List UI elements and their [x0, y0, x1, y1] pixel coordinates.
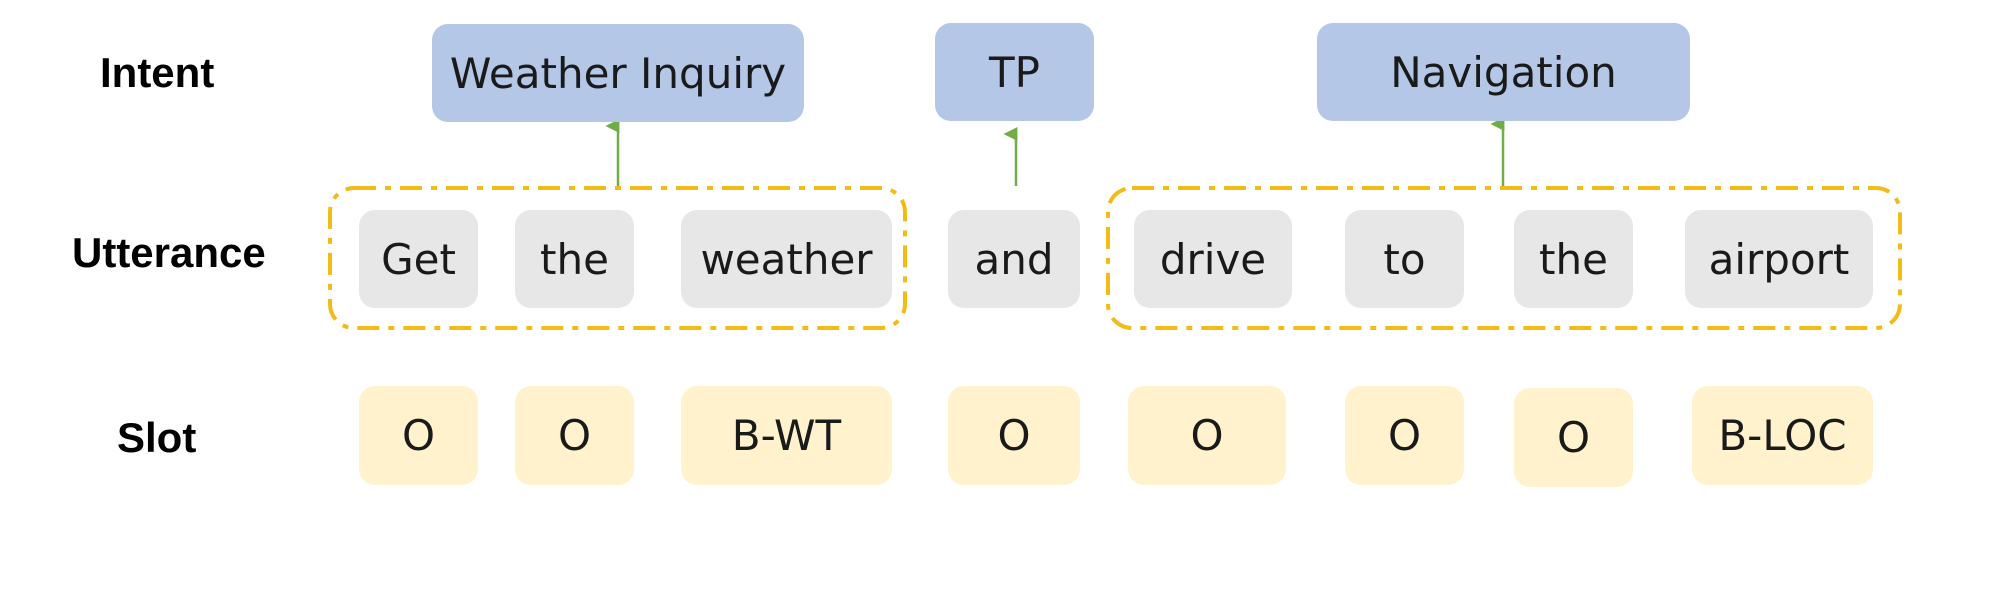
intent-box-navigation: Navigation [1317, 23, 1690, 121]
token-drive: drive [1134, 210, 1292, 308]
slot-tag-2: O [515, 386, 634, 485]
token-weather: weather [681, 210, 892, 308]
token-airport: airport [1685, 210, 1873, 308]
intent-box-tp: TP [935, 23, 1094, 121]
slot-tag-1: O [359, 386, 478, 485]
token-get: Get [359, 210, 478, 308]
intent-box-weather-inquiry: Weather Inquiry [432, 24, 804, 122]
slot-tag-7: O [1514, 388, 1633, 487]
row-label-intent: Intent [100, 49, 215, 96]
slot-tag-6: O [1345, 386, 1464, 485]
token-the-2: the [1514, 210, 1633, 308]
token-the: the [515, 210, 634, 308]
token-to: to [1345, 210, 1464, 308]
slot-tag-4: O [948, 386, 1080, 485]
row-label-slot: Slot [117, 414, 197, 461]
slot-tag-8: B-LOC [1692, 386, 1873, 485]
slot-tag-3: B-WT [681, 386, 892, 485]
token-and: and [948, 210, 1080, 308]
row-label-utterance: Utterance [72, 229, 266, 276]
slot-tag-5: O [1128, 386, 1286, 485]
